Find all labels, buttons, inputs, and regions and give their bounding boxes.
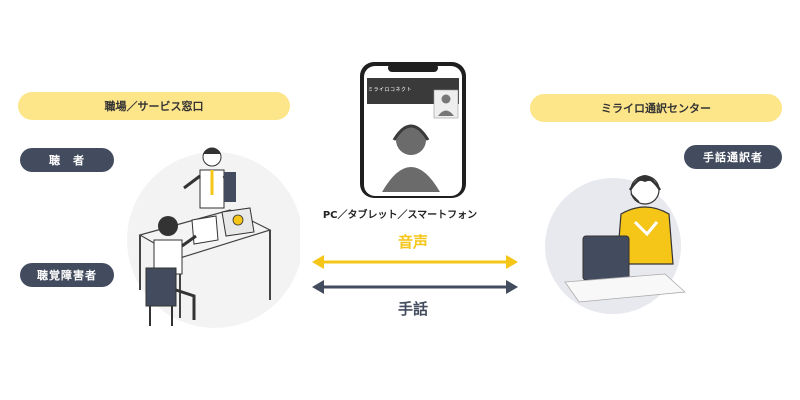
voice-arrow bbox=[312, 255, 518, 269]
smartphone bbox=[360, 62, 466, 198]
deaf-person-label: 聴覚障害者 bbox=[37, 269, 97, 282]
voice-label: 音声 bbox=[397, 233, 428, 251]
hearing-person-tag: 聴 者 bbox=[20, 148, 114, 172]
hearing-person-label: 聴 者 bbox=[49, 154, 85, 167]
interpreter-center-title: ミライロ通訳センター bbox=[601, 102, 711, 115]
interpreter-illustration bbox=[545, 175, 686, 314]
phone-app-name: ミライロコネクト bbox=[368, 87, 413, 93]
deaf-person-tag: 聴覚障害者 bbox=[20, 263, 114, 287]
interpreter-tag: 手話通訳者 bbox=[684, 145, 782, 169]
interpreter-center-title-pill: ミライロ通訳センター bbox=[530, 94, 782, 122]
sign-arrow bbox=[312, 280, 518, 294]
workplace-title: 職場／サービス窓口 bbox=[104, 100, 204, 113]
sign-label: 手話 bbox=[397, 300, 428, 318]
interpreter-label: 手話通訳者 bbox=[703, 151, 763, 164]
workplace-illustration bbox=[127, 147, 300, 328]
communication-arrows bbox=[312, 255, 518, 294]
device-caption: PC／タブレット／スマートフォン bbox=[322, 210, 478, 221]
workplace-title-pill: 職場／サービス窓口 bbox=[18, 92, 290, 120]
